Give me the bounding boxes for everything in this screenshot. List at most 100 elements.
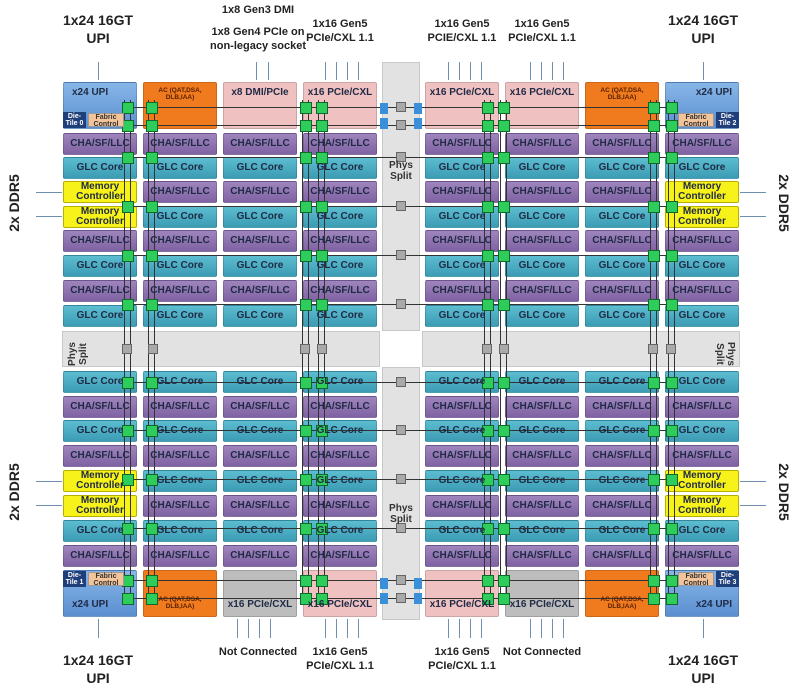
tile-label: GLC Core [598, 525, 646, 536]
phys-split-switch [482, 344, 492, 354]
tile-label: GLC Core [598, 260, 646, 271]
mesh-stop [122, 299, 134, 311]
mesh-stop [666, 593, 678, 605]
mesh-stop [482, 377, 494, 389]
io-arrow [448, 62, 449, 80]
edge-label-line: 1x8 Gen3 DMI [221, 4, 295, 16]
mesh-stop [648, 201, 660, 213]
tile-label: CHA/SF/LLC [592, 138, 652, 149]
cha-sf-llc-tile: CHA/SF/LLC [223, 181, 297, 203]
mesh-stop [146, 425, 158, 437]
glc-core-tile: GLC Core [223, 255, 297, 277]
tile-label: CHA/SF/LLC [150, 550, 210, 561]
mesh-stop [666, 377, 678, 389]
tile-label: CHA/SF/LLC [230, 450, 290, 461]
tile-label: GLC Core [518, 310, 566, 321]
accelerator-tile: AC (QAT,DSA, DLB,IAA) [143, 82, 217, 129]
tile-label: CHA/SF/LLC [592, 235, 652, 246]
cha-sf-llc-tile: CHA/SF/LLC [63, 230, 137, 252]
io-arrow [459, 619, 460, 638]
ddr-arrow [36, 505, 62, 506]
cha-sf-llc-tile: CHA/SF/LLC [425, 280, 499, 302]
fabric-control-block: Fabric Control [88, 113, 124, 128]
glc-core-tile: GLC Core [143, 305, 217, 327]
mesh-stop [498, 425, 510, 437]
ddr5-label: 2x DDR5 [6, 174, 22, 232]
memory-controller-tile: Memory Controller [665, 495, 739, 517]
tile-label: CHA/SF/LLC [150, 138, 210, 149]
mesh-stop [666, 523, 678, 535]
glc-core-tile: GLC Core [303, 520, 377, 542]
tile-label: CHA/SF/LLC [592, 500, 652, 511]
cha-sf-llc-tile: CHA/SF/LLC [63, 133, 137, 155]
mesh-stop [300, 299, 312, 311]
center-phys-split-label-bottom: Phys Split [389, 503, 413, 525]
cha-sf-llc-tile: CHA/SF/LLC [505, 181, 579, 203]
glc-core-tile: GLC Core [143, 470, 217, 492]
cha-sf-llc-tile: CHA/SF/LLC [223, 133, 297, 155]
ddr-arrow [36, 216, 62, 217]
mesh-stop [498, 250, 510, 262]
tile-label: GLC Core [598, 425, 646, 436]
tile-label: GLC Core [236, 525, 284, 536]
pcie-cxl-tile: x16 PCIe/CXL [505, 82, 579, 129]
accelerator-tile: AC (QAT,DSA, DLB,IAA) [585, 82, 659, 129]
glc-core-tile: GLC Core [505, 206, 579, 228]
cha-sf-llc-tile: CHA/SF/LLC [143, 396, 217, 418]
tile-label: GLC Core [598, 475, 646, 486]
cha-sf-llc-tile: CHA/SF/LLC [303, 396, 377, 418]
mesh-stop [316, 425, 328, 437]
glc-core-tile: GLC Core [585, 470, 659, 492]
tile-label: GLC Core [316, 310, 364, 321]
io-arrow [98, 619, 99, 638]
cha-sf-llc-tile: CHA/SF/LLC [63, 396, 137, 418]
tile-label: GLC Core [236, 310, 284, 321]
memory-controller-tile: Memory Controller [63, 206, 137, 228]
io-arrow [358, 62, 359, 80]
cha-sf-llc-tile: CHA/SF/LLC [585, 230, 659, 252]
glc-core-tile: GLC Core [303, 420, 377, 442]
tile-label: GLC Core [156, 475, 204, 486]
mesh-stop [666, 201, 678, 213]
tile-label: CHA/SF/LLC [230, 235, 290, 246]
mesh-stop [482, 299, 494, 311]
tile-label: GLC Core [236, 260, 284, 271]
glc-core-tile: GLC Core [665, 420, 739, 442]
tile-label: GLC Core [156, 211, 204, 222]
glc-core-tile: GLC Core [505, 520, 579, 542]
cha-sf-llc-tile: CHA/SF/LLC [505, 396, 579, 418]
tile-label: x16 PCIe/CXL [509, 87, 575, 98]
tile-label: GLC Core [518, 475, 566, 486]
io-arrow [347, 619, 348, 638]
io-arrow [248, 619, 249, 638]
memory-controller-tile: Memory Controller [63, 470, 137, 492]
mesh-stop [146, 474, 158, 486]
cha-sf-llc-tile: CHA/SF/LLC [223, 445, 297, 467]
tile-label: GLC Core [518, 425, 566, 436]
edge-label-line: 1x16 Gen5 [514, 18, 570, 30]
mesh-stop [300, 201, 312, 213]
cha-sf-llc-tile: CHA/SF/LLC [665, 133, 739, 155]
mesh-stop [666, 152, 678, 164]
mesh-stop [316, 201, 328, 213]
cha-sf-llc-tile: CHA/SF/LLC [665, 230, 739, 252]
cha-sf-llc-tile: CHA/SF/LLC [665, 445, 739, 467]
tile-label: Memory Controller [76, 181, 124, 202]
ddr-arrow [36, 192, 62, 193]
tile-label: CHA/SF/LLC [310, 138, 370, 149]
cha-sf-llc-tile: CHA/SF/LLC [425, 133, 499, 155]
io-arrow [256, 62, 257, 80]
tile-label: x16 PCIe/CXL [307, 599, 373, 610]
tile-label: GLC Core [438, 525, 486, 536]
glc-core-tile: GLC Core [303, 157, 377, 179]
cha-sf-llc-tile: CHA/SF/LLC [425, 545, 499, 567]
fabric-control-block: Fabric Control [678, 572, 714, 587]
tile-label: Memory Controller [76, 495, 124, 516]
tile-label: GLC Core [76, 376, 124, 387]
mesh-stop [122, 523, 134, 535]
memory-controller-tile: Memory Controller [63, 495, 137, 517]
mesh-stop [146, 523, 158, 535]
tile-label: CHA/SF/LLC [432, 401, 492, 412]
tile-label: GLC Core [156, 525, 204, 536]
